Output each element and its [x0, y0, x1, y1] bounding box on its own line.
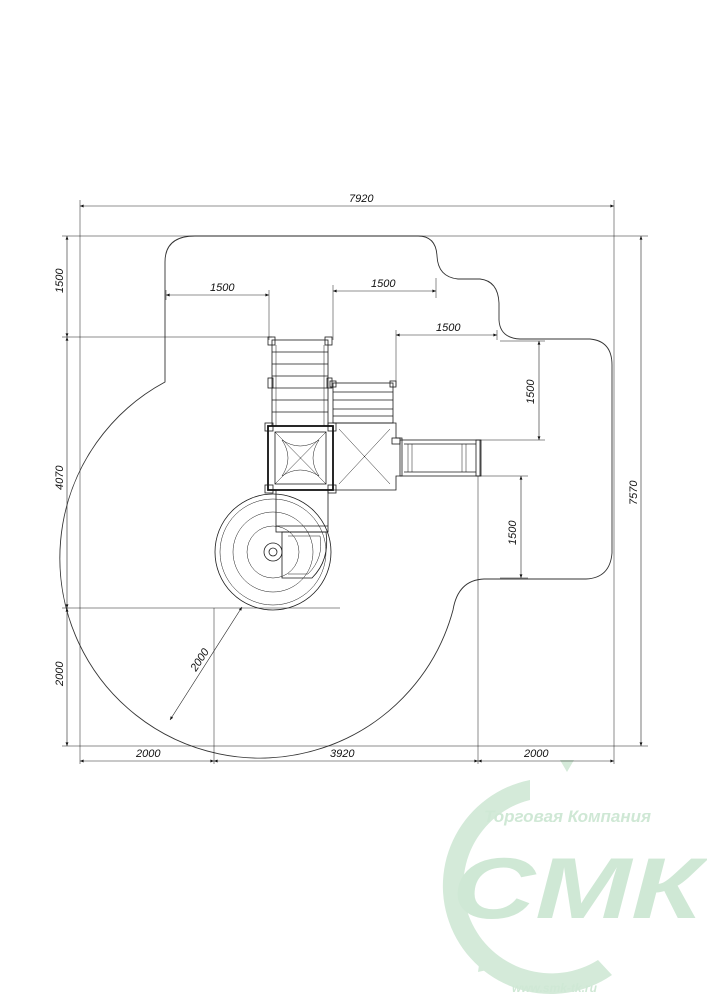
dim-right-1500-lower: 1500: [507, 520, 519, 545]
company-logo-watermark: Торговая Компания СМК www.smk-tk.ru: [442, 760, 707, 995]
dim-overall-width: 7920: [349, 193, 374, 205]
watermark-company-text: Торговая Компания: [484, 807, 651, 826]
dim-inner-1500-c: 1500: [436, 322, 461, 334]
dim-inner-1500-b: 1500: [371, 278, 396, 290]
dim-bottom-right-2000: 2000: [523, 748, 549, 760]
second-tower: [333, 422, 403, 491]
dim-inner-1500-a: 1500: [210, 282, 235, 294]
dim-left-4070: 4070: [54, 465, 66, 490]
watermark-url-text: www.smk-tk.ru: [512, 981, 598, 995]
dimension-lines: [65, 204, 643, 763]
watermark-brand-text: СМК: [452, 841, 707, 937]
safety-zone-outline: [59, 235, 613, 759]
spiral-slide: [214, 489, 332, 611]
dim-left-1500: 1500: [54, 268, 66, 293]
extension-lines: [62, 200, 648, 764]
dim-radius-2000: 2000: [188, 646, 212, 675]
bridge-passage: [329, 380, 397, 424]
ladder-stairs: [267, 336, 333, 427]
straight-slide: [399, 439, 482, 477]
tower-platform: [264, 422, 337, 494]
dim-overall-height: 7570: [628, 480, 640, 505]
dim-right-1500-upper: 1500: [525, 379, 537, 404]
dim-bottom-left-2000: 2000: [135, 748, 161, 760]
dim-left-2000: 2000: [54, 661, 66, 687]
dim-bottom-3920: 3920: [330, 748, 355, 760]
